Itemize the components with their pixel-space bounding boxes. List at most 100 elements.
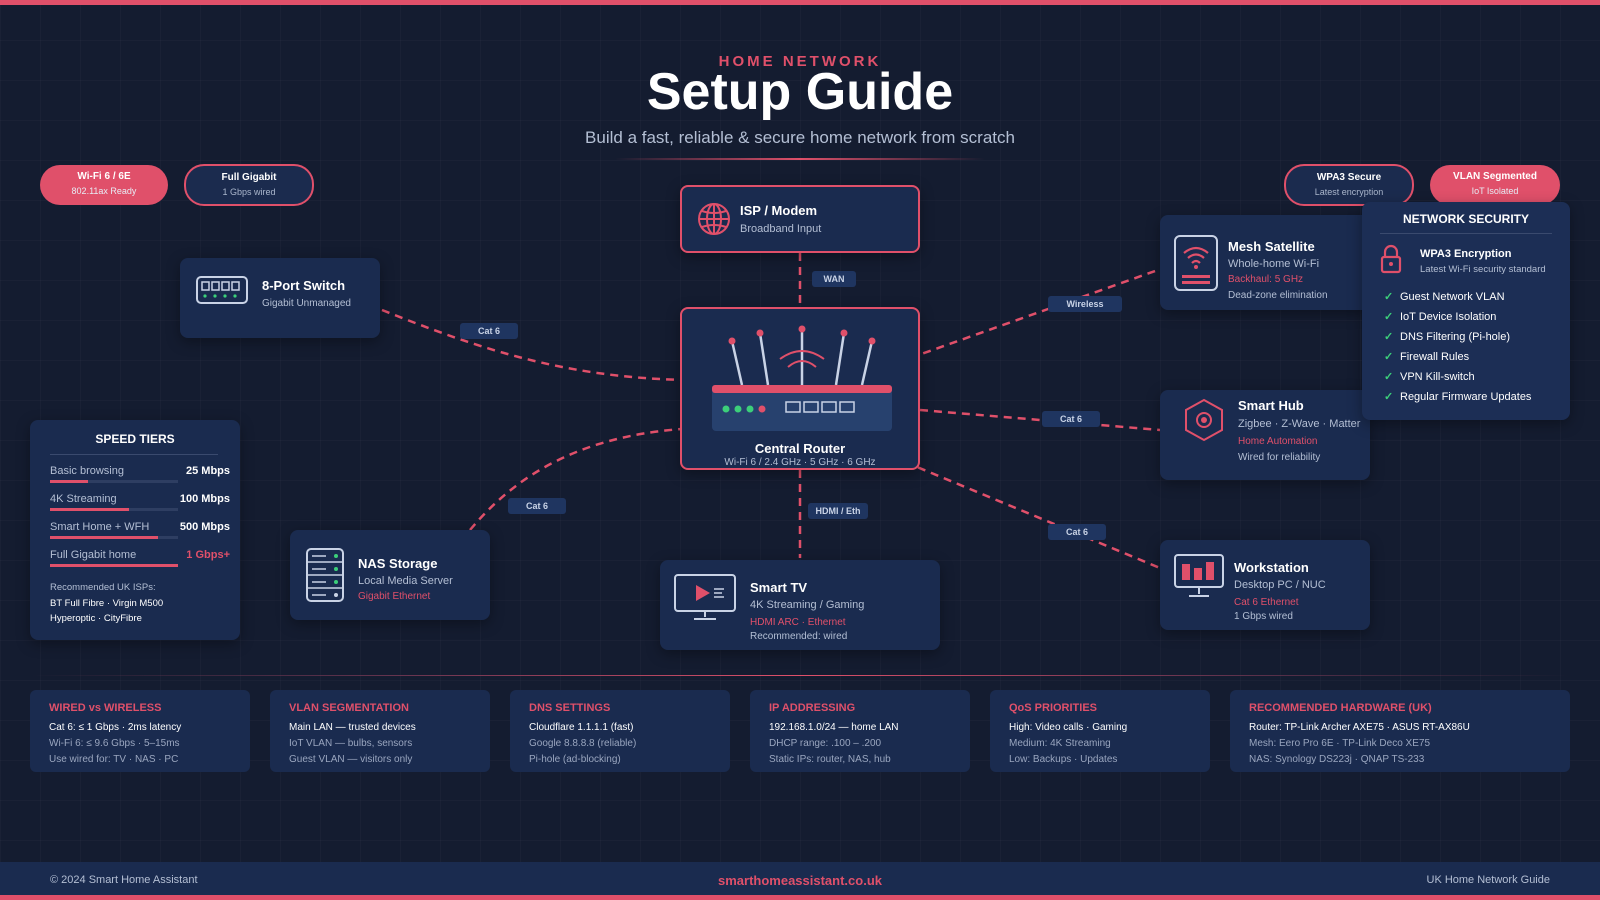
- info-line: Router: TP-Link Archer AXE75 · ASUS RT-A…: [1249, 722, 1470, 733]
- workstation-note: 1 Gbps wired: [1234, 611, 1293, 622]
- check-icon: ✓: [1384, 371, 1394, 383]
- switch-title: 8-Port Switch: [262, 278, 346, 293]
- mesh-backhaul: Backhaul: 5 GHz: [1228, 274, 1304, 285]
- wan-label: WAN: [812, 271, 856, 287]
- footer: © 2024 Smart Home Assistant smarthomeass…: [0, 862, 1600, 895]
- security-divider: [1380, 233, 1552, 234]
- tier-bar-fill: [50, 508, 130, 511]
- page-title: Setup Guide: [646, 63, 954, 121]
- switch-card: 8-Port Switch Gigabit Unmanaged: [180, 258, 380, 338]
- top-accent-bar: [0, 0, 1600, 5]
- tier-label: Full Gigabit home: [50, 549, 137, 561]
- workstation-card: Workstation Desktop PC / NUC Cat 6 Ether…: [1160, 540, 1370, 630]
- info-line: Wi-Fi 6: ≤ 9.6 Gbps · 5–15ms: [49, 738, 180, 749]
- info-panel-dns: DNS SETTINGS Cloudflare 1.1.1.1 (fast) G…: [510, 690, 730, 772]
- nas-link: [469, 426, 701, 531]
- security-item: ✓IoT Device Isolation: [1384, 311, 1497, 323]
- security-item: ✓DNS Filtering (Pi-hole): [1384, 331, 1511, 343]
- lock-icon: [1380, 244, 1402, 274]
- security-item: ✓Regular Firmware Updates: [1384, 391, 1532, 403]
- info-line: Google 8.8.8.8 (reliable): [529, 738, 637, 749]
- nas-red: Gigabit Ethernet: [358, 591, 431, 602]
- security-item: ✓Guest Network VLAN: [1384, 291, 1505, 303]
- tier-bar-fill: [50, 480, 89, 483]
- bottom-accent-bar: [0, 895, 1600, 900]
- network-switch-icon: [196, 276, 248, 304]
- badge-title: VLAN Segmented: [1453, 171, 1537, 182]
- tier-bar: [50, 536, 178, 539]
- info-line: Cat 6: ≤ 1 Gbps · 2ms latency: [49, 722, 182, 733]
- tier-bar-fill: [50, 536, 158, 539]
- hub-link: [919, 408, 1161, 432]
- info-line: 192.168.1.0/24 — home LAN: [769, 722, 899, 733]
- info-title: VLAN SEGMENTATION: [289, 702, 409, 714]
- info-line: Use wired for: TV · NAS · PC: [49, 754, 179, 765]
- nas-sub: Local Media Server: [358, 575, 453, 587]
- info-title: RECOMMENDED HARDWARE (UK): [1249, 702, 1432, 714]
- tier-value: 1 Gbps+: [186, 549, 230, 561]
- title-divider: [615, 158, 985, 160]
- mesh-satellite-card: Mesh Satellite Whole-home Wi-Fi Backhaul…: [1160, 215, 1370, 310]
- badge-title: Full Gigabit: [221, 172, 277, 183]
- globe-icon: [698, 203, 730, 235]
- router-icon: [712, 325, 892, 431]
- info-title: QoS PRIORITIES: [1009, 702, 1098, 714]
- badge-title: Wi-Fi 6 / 6E: [77, 171, 131, 182]
- badge-sub: IoT Isolated: [1471, 186, 1519, 196]
- nas-title: NAS Storage: [358, 556, 438, 571]
- monitor-icon: [1174, 554, 1224, 597]
- tv-note: Recommended: wired: [750, 631, 848, 642]
- info-line: Mesh: Eero Pro 6E · TP-Link Deco XE75: [1249, 738, 1431, 749]
- info-title: DNS SETTINGS: [529, 702, 611, 714]
- info-line: DHCP range: .100 – .200: [769, 738, 882, 749]
- info-panel-hardware: RECOMMENDED HARDWARE (UK) Router: TP-Lin…: [1230, 690, 1570, 772]
- mesh-link-label: Wireless: [1048, 296, 1122, 312]
- router-sub: Wi-Fi 6 / 2.4 GHz · 5 GHz · 6 GHz: [724, 457, 876, 468]
- info-title: WIRED vs WIRELESS: [49, 702, 162, 714]
- info-line: High: Video calls · Gaming: [1009, 722, 1128, 733]
- speed-tiers-divider: [50, 454, 218, 455]
- security-item: ✓VPN Kill-switch: [1384, 371, 1475, 383]
- info-title: IP ADDRESSING: [769, 702, 856, 714]
- workstation-link: [904, 460, 1161, 570]
- hub-red: Home Automation: [1238, 436, 1318, 447]
- isp-sub: Broadband Input: [740, 223, 822, 235]
- workstation-red: Cat 6 Ethernet: [1234, 597, 1299, 608]
- hub-link-label: Cat 6: [1042, 411, 1100, 427]
- mesh-note: Dead-zone elimination: [1228, 290, 1328, 301]
- nas-link-label: Cat 6: [508, 498, 566, 514]
- badge-gigabit: Full Gigabit 1 Gbps wired: [184, 164, 314, 206]
- tier-bar-fill: [50, 564, 178, 567]
- badge-wpa3: WPA3 Secure Latest encryption: [1284, 164, 1414, 206]
- info-panel-qos: QoS PRIORITIES High: Video calls · Gamin…: [990, 690, 1210, 772]
- badge-sub: 1 Gbps wired: [222, 187, 276, 197]
- tv-link-label: HDMI / Eth: [808, 503, 868, 519]
- workstation-link-label: Cat 6: [1048, 524, 1106, 540]
- info-divider: [30, 675, 1570, 676]
- isp-title: ISP / Modem: [740, 203, 818, 218]
- network-security-panel: NETWORK SECURITY WPA3 Encryption Latest …: [1362, 202, 1570, 420]
- tv-icon: [674, 574, 736, 620]
- badge-sub: 802.11ax Ready: [71, 186, 137, 196]
- switch-link: [381, 308, 689, 382]
- footer-website-link[interactable]: smarthomeassistant.co.uk: [717, 873, 882, 888]
- badge-wifi6: Wi-Fi 6 / 6E 802.11ax Ready: [40, 165, 168, 205]
- tv-title: Smart TV: [750, 580, 808, 595]
- tier-value: 100 Mbps: [179, 493, 230, 505]
- check-icon: ✓: [1384, 291, 1394, 303]
- smart-hub-icon: [1185, 398, 1223, 442]
- tier-value: 25 Mbps: [185, 465, 230, 477]
- header-eyebrow: HOME NETWORK: [718, 53, 882, 70]
- tier-label: Basic browsing: [50, 465, 124, 477]
- mesh-link: [909, 268, 1159, 360]
- tv-sub: 4K Streaming / Gaming: [750, 599, 865, 611]
- switch-sub: Gigabit Unmanaged: [262, 298, 351, 309]
- smart-hub-card: Smart Hub Zigbee · Z-Wave · Matter Home …: [1160, 390, 1370, 480]
- mesh-title: Mesh Satellite: [1228, 239, 1315, 254]
- badge-vlan: VLAN Segmented IoT Isolated: [1430, 165, 1560, 205]
- wpa3-sub: Latest Wi-Fi security standard: [1420, 264, 1546, 275]
- check-icon: ✓: [1384, 331, 1394, 343]
- isp-recommend-title: Recommended UK ISPs:: [50, 582, 156, 593]
- badge-title: WPA3 Secure: [1316, 172, 1382, 183]
- hub-note: Wired for reliability: [1238, 452, 1321, 463]
